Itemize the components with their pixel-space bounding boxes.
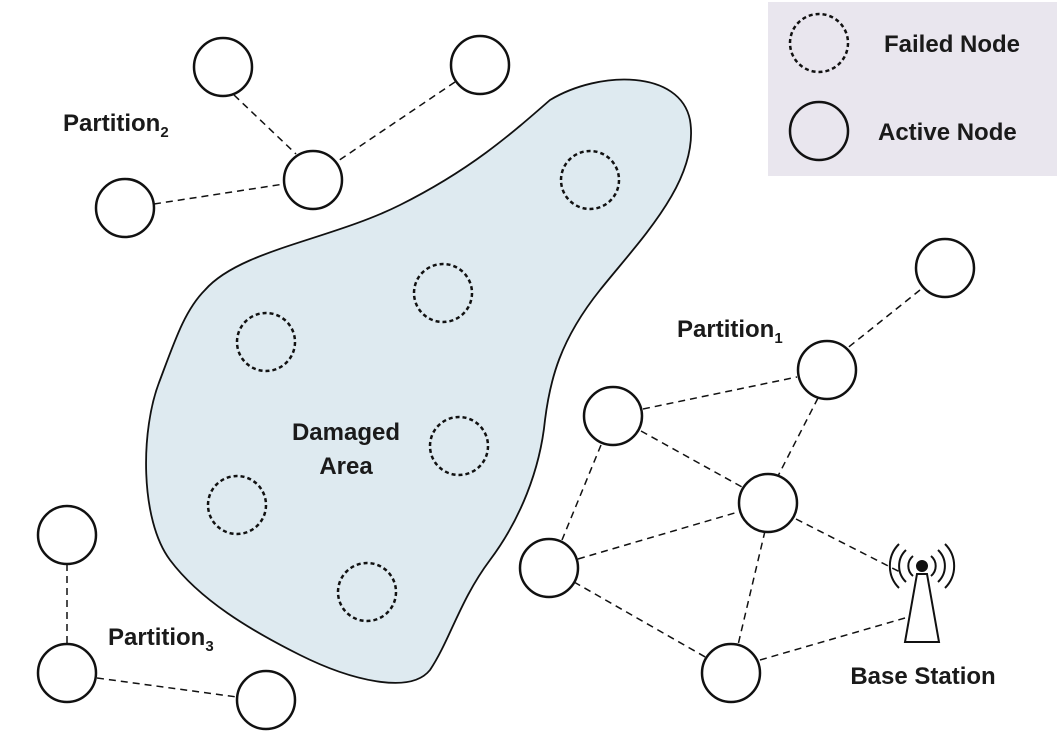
link bbox=[577, 511, 739, 560]
failed-node bbox=[206, 474, 268, 536]
signal-wave bbox=[937, 549, 946, 583]
legend-active-label: Active Node bbox=[878, 119, 1017, 146]
failed-node bbox=[428, 415, 490, 477]
link bbox=[561, 444, 602, 541]
base-station-label: Base Station bbox=[850, 663, 995, 690]
legend-failed-label: Failed Node bbox=[884, 31, 1020, 58]
failed-nodes bbox=[206, 149, 621, 623]
legend-active-node-symbol bbox=[788, 100, 850, 162]
active-node bbox=[235, 669, 297, 731]
partition-subscript: 3 bbox=[205, 638, 213, 655]
active-node bbox=[282, 149, 344, 211]
link bbox=[795, 518, 901, 573]
active-nodes bbox=[36, 34, 976, 731]
link bbox=[233, 94, 297, 155]
link bbox=[573, 581, 708, 659]
active-node bbox=[582, 385, 644, 447]
legend-box bbox=[768, 2, 1057, 176]
link bbox=[337, 81, 456, 162]
failed-node bbox=[336, 561, 398, 623]
link bbox=[640, 430, 743, 488]
active-node bbox=[94, 177, 156, 239]
signal-wave bbox=[888, 543, 900, 589]
partition-subscript: 2 bbox=[160, 124, 168, 141]
damaged-area-label-line1: Damaged bbox=[292, 419, 400, 446]
partition-name: Partition bbox=[108, 624, 205, 651]
active-node bbox=[192, 36, 254, 98]
antenna-tip bbox=[916, 560, 928, 572]
signal-wave bbox=[930, 555, 937, 577]
legend-failed-node-symbol bbox=[788, 12, 850, 74]
active-node bbox=[518, 537, 580, 599]
failed-node bbox=[235, 311, 297, 373]
legend: Failed Node Active Node bbox=[768, 2, 1057, 176]
partition-name: Partition bbox=[63, 110, 160, 137]
link bbox=[96, 677, 238, 698]
partition-1-label: Partition1 bbox=[677, 316, 783, 347]
damaged-area-label-line2: Area bbox=[319, 453, 373, 480]
link bbox=[777, 397, 819, 477]
signal-wave bbox=[944, 543, 956, 589]
base-station-icon bbox=[888, 543, 956, 643]
signal-wave bbox=[907, 555, 914, 577]
tower-body bbox=[903, 573, 941, 643]
partition-name: Partition bbox=[677, 316, 774, 343]
link bbox=[759, 617, 906, 661]
active-node bbox=[700, 642, 762, 704]
failed-node bbox=[412, 262, 474, 324]
active-node bbox=[36, 642, 98, 704]
link bbox=[737, 530, 766, 646]
active-node bbox=[36, 504, 98, 566]
partition-subscript: 1 bbox=[774, 330, 782, 347]
active-node bbox=[796, 339, 858, 401]
link bbox=[642, 376, 798, 410]
link bbox=[153, 183, 285, 205]
partition-2-label: Partition2 bbox=[63, 110, 169, 141]
active-node bbox=[449, 34, 511, 96]
active-node bbox=[737, 472, 799, 534]
failed-node bbox=[559, 149, 621, 211]
active-node bbox=[914, 237, 976, 299]
partition-3-label: Partition3 bbox=[108, 624, 214, 655]
signal-wave bbox=[898, 549, 907, 583]
link bbox=[844, 289, 921, 351]
links bbox=[66, 81, 921, 698]
damaged-area bbox=[145, 78, 692, 684]
